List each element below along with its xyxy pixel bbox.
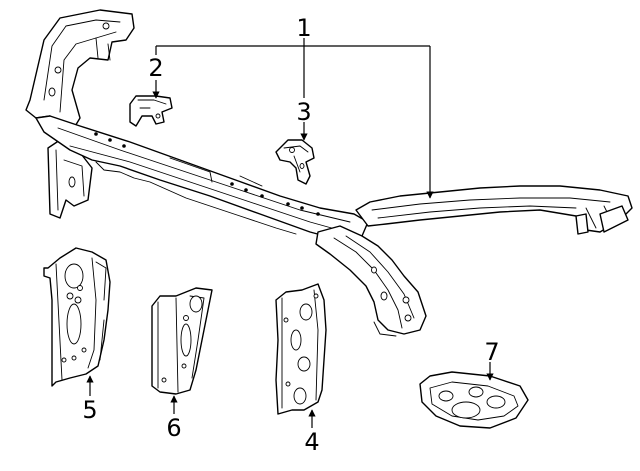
- side-panel-part-6[interactable]: [151, 287, 213, 395]
- callout-7: 7: [484, 338, 499, 366]
- callout-3: 3: [296, 98, 311, 126]
- side-panel-part-5[interactable]: [43, 247, 111, 387]
- callout-1: 1: [296, 14, 311, 42]
- callout-5: 5: [82, 396, 97, 424]
- shield-plate-part-7[interactable]: [419, 371, 529, 429]
- callout-4: 4: [304, 428, 319, 456]
- callout-2: 2: [148, 54, 163, 82]
- bracket-part-3[interactable]: [275, 139, 315, 185]
- leader-lines: [86, 38, 494, 428]
- callout-6: 6: [166, 414, 181, 442]
- radiator-support-assembly[interactable]: [25, 9, 633, 337]
- side-panel-part-4[interactable]: [275, 283, 327, 415]
- bracket-part-2[interactable]: [129, 95, 173, 127]
